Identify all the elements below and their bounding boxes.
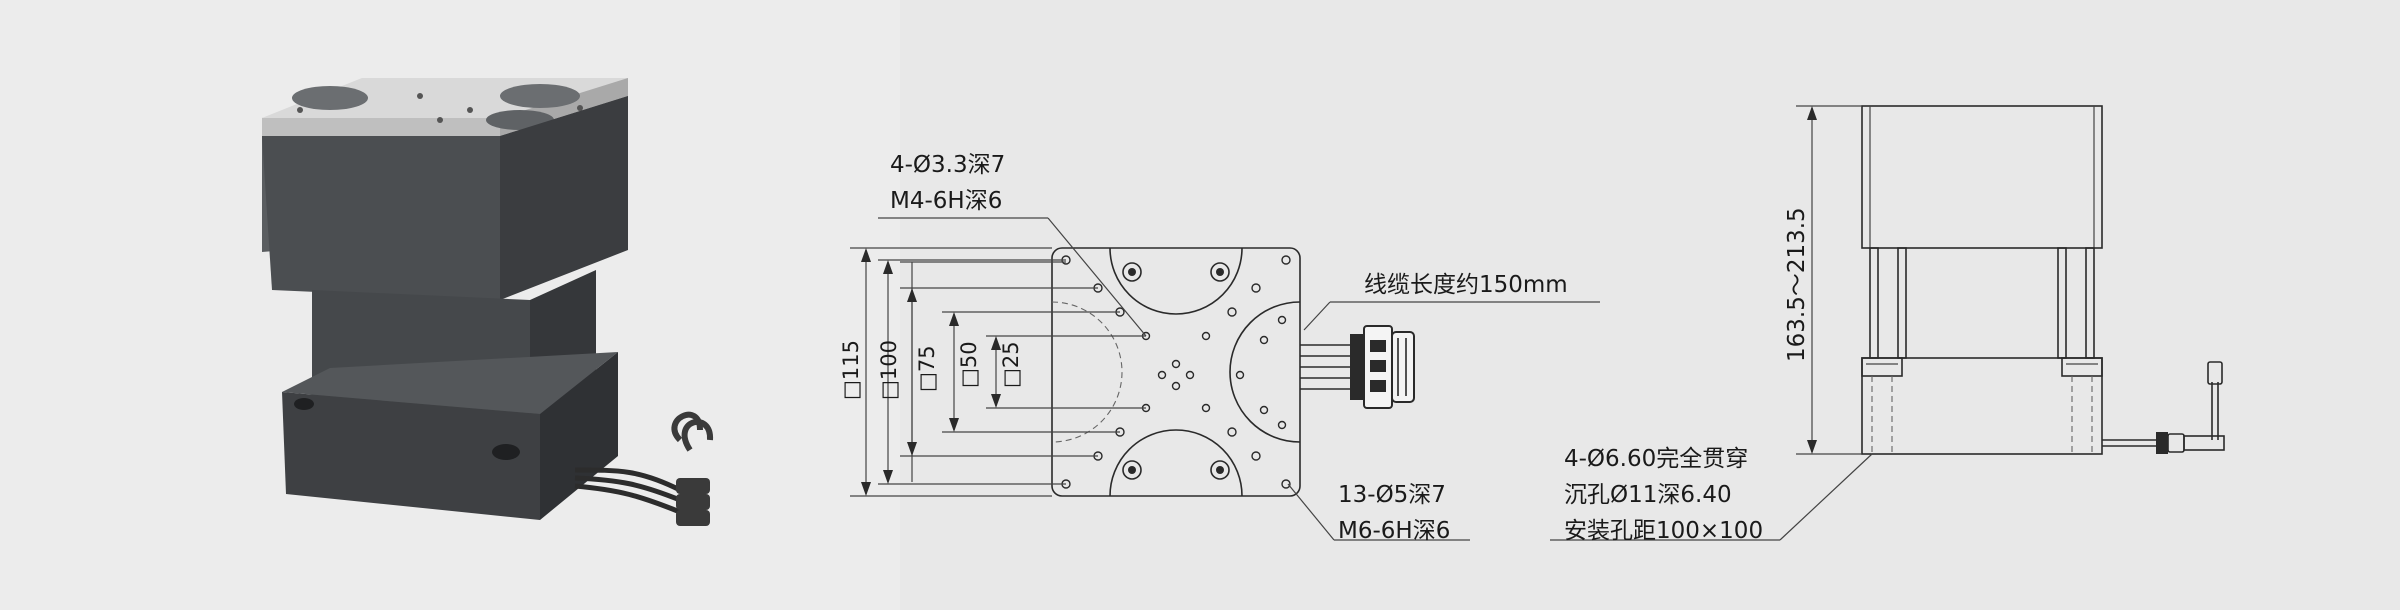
label-dim-50: □50 — [957, 341, 981, 388]
pocket-left — [1051, 301, 1123, 443]
pocket-top — [1109, 247, 1243, 315]
product-render — [0, 0, 900, 610]
label-mount-a: 4-Ø6.60完全贯穿 — [1564, 446, 1748, 472]
leader-mount — [1779, 453, 1873, 541]
top-view-drawing: 4-Ø3.3深7 M4-6H深6 13-Ø5深7 M6-6H深6 线缆长度约15… — [839, 152, 1600, 544]
side-base-block — [1861, 357, 2103, 455]
side-rods — [1869, 247, 2095, 359]
upper-body-front — [262, 136, 500, 300]
label-holes-small-a: 4-Ø3.3深7 — [890, 152, 1005, 178]
pocket-bottom — [1109, 429, 1243, 497]
leader-large-holes — [1287, 483, 1335, 541]
counterbore-holes — [1122, 262, 1230, 480]
upper-body-side — [500, 96, 628, 300]
label-cable-length: 线缆长度约150mm — [1364, 272, 1568, 298]
label-mount-c: 安装孔距100×100 — [1564, 518, 1763, 544]
label-holes-large-a: 13-Ø5深7 — [1338, 482, 1446, 508]
label-dim-25: □25 — [999, 341, 1023, 388]
label-height-range: 163.5～213.5 — [1784, 207, 1810, 362]
label-square-100: □100 — [877, 340, 901, 400]
label-mount-b: 沉孔Ø11深6.40 — [1564, 482, 1732, 508]
dimension-lines — [850, 247, 1146, 497]
label-holes-large-b: M6-6H深6 — [1338, 518, 1450, 544]
label-square-75: □75 — [915, 345, 939, 392]
side-upper-block — [1861, 105, 2103, 249]
label-square-115: □115 — [839, 340, 863, 400]
base-side — [540, 352, 618, 520]
plate-outline — [1051, 247, 1301, 497]
side-view-drawing: 163.5～213.5 4-Ø6.60完全贯穿 沉孔Ø11深6.40 安装孔距1… — [1550, 105, 2225, 544]
side-cable — [2102, 361, 2225, 454]
small-holes — [1061, 255, 1291, 489]
leader-small-holes — [1047, 217, 1147, 337]
cable-connector — [1300, 325, 1415, 409]
connector — [676, 478, 710, 494]
label-holes-small-b: M4-6H深6 — [890, 188, 1002, 214]
base-front — [282, 392, 540, 520]
cable — [574, 467, 682, 493]
pocket-right — [1229, 301, 1301, 443]
